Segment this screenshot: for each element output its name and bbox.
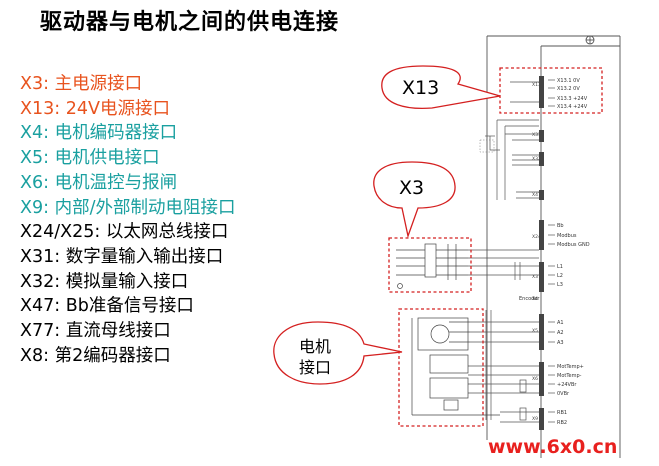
brake-resistor-terminal-rb2: RB2: [557, 420, 567, 426]
brake-terminal-0v: 0VBr: [557, 391, 570, 397]
motor-callout-line1: 电机: [299, 337, 331, 356]
svg-text:X9: X9: [532, 416, 538, 422]
x3-callout-label: X3: [399, 177, 424, 199]
temp-terminal-minus: MotTemp-: [557, 373, 582, 379]
x13-terminal-4: X13.4 +24V: [557, 104, 588, 110]
mains-terminal-l3: L3: [557, 282, 563, 288]
legend-item-x9: X9: 内部/外部制动电阻接口: [20, 197, 236, 218]
x3-highlight-box: [388, 237, 472, 293]
temp-terminal-plus: MotTemp+: [557, 364, 584, 370]
legend-item-x6: X6: 电机温控与报闸: [20, 172, 178, 193]
x13-callout-bubble: [381, 65, 501, 110]
svg-text:X5: X5: [532, 328, 538, 334]
x13-callout-label: X13: [402, 77, 439, 99]
comm-terminal-modbus-gnd: Modbus GND: [557, 242, 590, 248]
motor-highlight-box: [398, 308, 484, 427]
watermark: www.6x0.cn: [488, 436, 617, 458]
motor-icon: [430, 324, 450, 344]
motor-callout-line2: 接口: [299, 358, 331, 377]
brake-terminal-24v: +24VBr: [557, 382, 577, 388]
svg-text:X47: X47: [532, 192, 541, 198]
comm-terminal-bb: Bb: [557, 223, 564, 229]
page-title: 驱动器与电机之间的供电连接: [40, 10, 340, 35]
legend-item-x24-x25: X24/X25: 以太网总线接口: [20, 222, 229, 243]
motor-terminal-a2: A2: [557, 330, 564, 336]
interface-legend: X3: 主电源接口 X13: 24V电源接口 X4: 电机编码器接口 X5: 电…: [20, 72, 235, 368]
x13-terminal-3: X13.3 +24V: [557, 96, 588, 102]
comm-terminal-modbus: Modbus: [557, 233, 577, 239]
x13-terminal-2: X13.2 0V: [557, 86, 580, 92]
legend-item-x77: X77: 直流母线接口: [20, 321, 171, 342]
svg-text:X3: X3: [532, 274, 538, 280]
svg-text:X6: X6: [532, 376, 538, 382]
svg-text:X31: X31: [532, 132, 541, 138]
legend-item-x31: X31: 数字量输入输出接口: [20, 246, 224, 267]
svg-text:X24: X24: [532, 234, 541, 240]
x13-terminal-1: X13.1 0V: [557, 78, 580, 84]
mains-terminal-l1: L1: [557, 264, 563, 270]
svg-text:X13: X13: [532, 82, 541, 88]
motor-callout-bubble: [273, 321, 403, 385]
svg-text:X4: X4: [532, 296, 538, 302]
legend-item-x13: X13: 24V电源接口: [20, 98, 170, 119]
legend-item-x8: X8: 第2编码器接口: [20, 345, 171, 366]
x3-callout-bubble: [373, 161, 456, 239]
legend-item-x3: X3: 主电源接口: [20, 74, 143, 94]
legend-item-x5: X5: 电机供电接口: [20, 148, 160, 169]
ground-icon: [585, 35, 595, 45]
x13-highlight-box: [499, 67, 603, 114]
legend-item-x32: X32: 模拟量输入接口: [20, 271, 189, 292]
legend-item-x47: X47: Bb准备信号接口: [20, 296, 194, 317]
encoder-label: Encoder: [519, 296, 540, 302]
svg-text:X32: X32: [532, 156, 541, 162]
motor-terminal-a3: A3: [557, 340, 564, 346]
brake-resistor-terminal-rb1: RB1: [557, 410, 567, 416]
motor-terminal-a1: A1: [557, 320, 564, 326]
legend-item-x4: X4: 电机编码器接口: [20, 123, 178, 144]
mains-terminal-l2: L2: [557, 273, 563, 279]
